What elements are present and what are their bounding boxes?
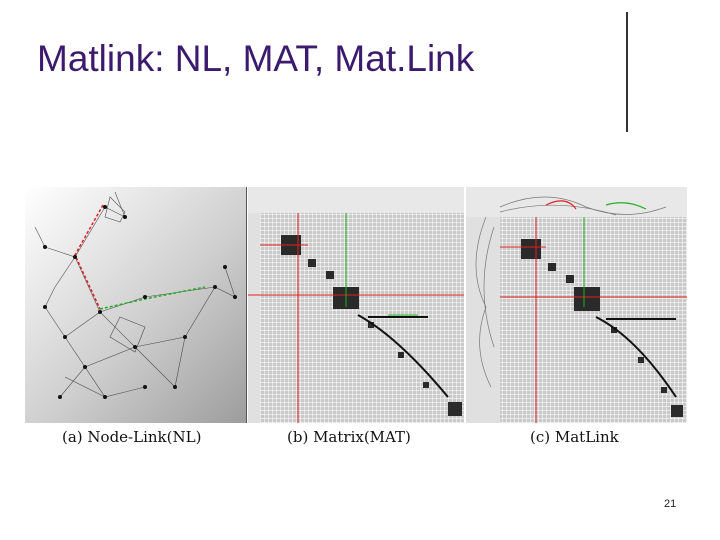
matlink-plot: [466, 187, 687, 423]
matrix-plot: [248, 187, 464, 423]
node-link-graph: [34, 191, 237, 399]
caption-matrix: (b) Matrix(MAT): [287, 428, 411, 446]
matlink-panel: [466, 187, 687, 423]
figure-image: [25, 187, 687, 423]
node-link-panel: [25, 187, 247, 423]
matrix-panel: [248, 187, 464, 423]
divider-line: [626, 12, 628, 132]
slide-title: Matlink: NL, MAT, Mat.Link: [37, 38, 475, 79]
page-number: 21: [664, 498, 677, 510]
caption-node-link: (a) Node-Link(NL): [62, 428, 202, 446]
caption-matlink: (c) MatLink: [530, 428, 619, 446]
